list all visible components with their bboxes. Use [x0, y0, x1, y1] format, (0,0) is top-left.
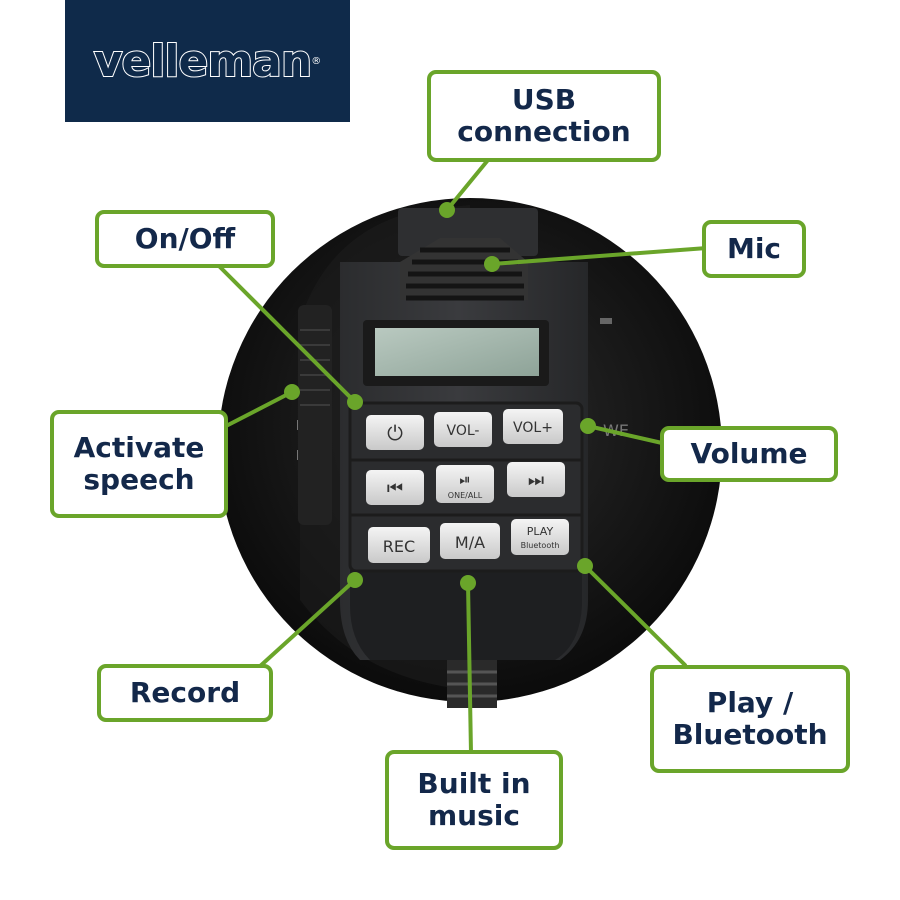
onoff-connector-line	[213, 260, 357, 404]
rec-label: REC	[383, 537, 415, 556]
record-connector-line	[256, 578, 357, 670]
previous-button[interactable]: ⏮	[366, 470, 424, 505]
vol-plus-label: VOL+	[513, 420, 553, 436]
lcd-screen	[375, 328, 539, 376]
callout-mic: Mic	[702, 220, 806, 278]
callout-built-in-music: Built in music	[385, 750, 563, 850]
record-marker	[347, 572, 363, 588]
brand-logo-text: velleman	[93, 35, 313, 88]
usb-connector-line	[445, 158, 490, 212]
speech-connector-line	[226, 390, 294, 427]
play-pause-button[interactable]: ⏯ ONE/ALL	[436, 465, 494, 503]
callout-activate-speech: Activate speech	[50, 410, 228, 518]
mic-connector-line	[490, 246, 709, 266]
callout-usb-connection: USB connection	[427, 70, 661, 162]
play-label: PLAY	[527, 525, 554, 538]
callout-record: Record	[97, 664, 273, 722]
brand-logo: velleman®	[65, 0, 350, 122]
callout-on-off: On/Off	[95, 210, 275, 268]
volume-connector-line	[586, 424, 664, 445]
registered-mark-icon: ®	[311, 55, 322, 67]
play-bt-marker	[577, 558, 593, 574]
next-button[interactable]: ⏭	[507, 462, 565, 497]
builtin-connector-line	[466, 581, 473, 755]
vol-minus-label: VOL-	[447, 423, 480, 439]
usb-marker	[439, 202, 455, 218]
builtin-marker	[460, 575, 476, 591]
bluetooth-label: Bluetooth	[521, 541, 560, 550]
next-icon: ⏭	[528, 470, 544, 491]
ma-label: M/A	[455, 533, 485, 552]
power-button[interactable]: ⏻	[366, 415, 424, 450]
play-bt-connector-line	[583, 564, 687, 667]
ma-button[interactable]: M/A	[440, 523, 500, 559]
one-all-label: ONE/ALL	[448, 491, 483, 500]
callout-play-bluetooth: Play / Bluetooth	[650, 665, 850, 773]
volume-up-button[interactable]: VOL+	[503, 409, 563, 444]
speech-marker	[284, 384, 300, 400]
play-pause-icon: ⏯	[459, 472, 470, 488]
record-button[interactable]: REC	[368, 527, 430, 563]
onoff-marker	[347, 394, 363, 410]
power-icon: ⏻	[387, 421, 403, 445]
volume-marker	[580, 418, 596, 434]
mic-marker	[484, 256, 500, 272]
play-bluetooth-button[interactable]: PLAY Bluetooth	[511, 519, 569, 555]
volume-down-button[interactable]: VOL-	[434, 412, 492, 447]
previous-icon: ⏮	[387, 478, 403, 499]
callout-volume: Volume	[660, 426, 838, 482]
